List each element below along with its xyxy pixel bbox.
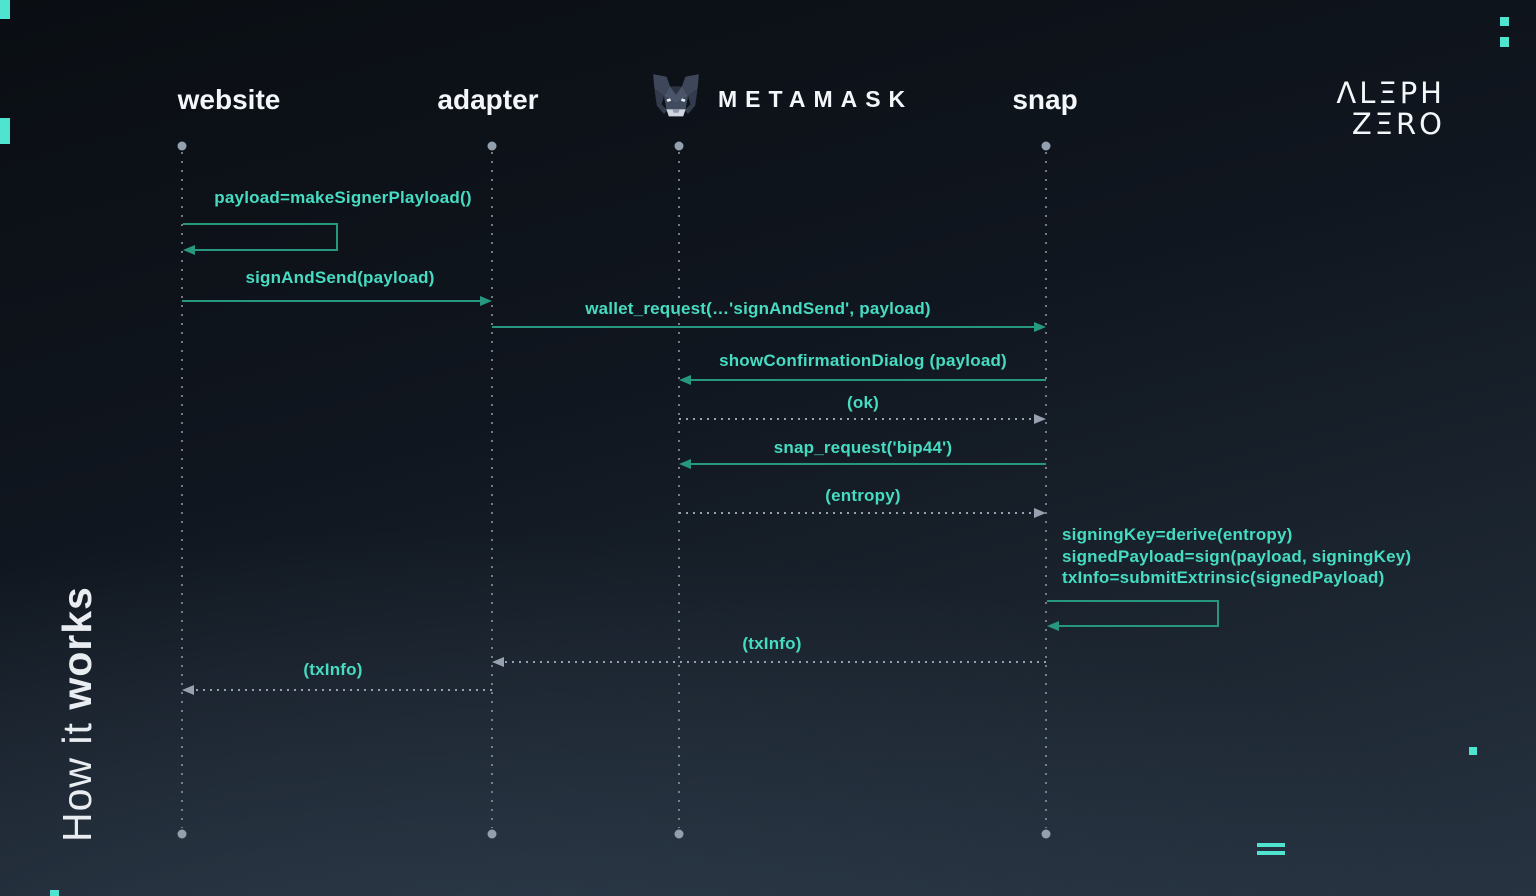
- arrow-show-confirmation-dialog: [679, 375, 1046, 385]
- lifeline-header-metamask: METAMASK: [718, 86, 914, 112]
- arrow-signandsend: [182, 296, 492, 306]
- decor-square-bottom-right: [1469, 747, 1477, 755]
- message-txinfo-to-website: (txInfo): [303, 660, 363, 679]
- message-make-signer-payload: payload=makeSignerPlayload(): [214, 188, 472, 207]
- arrow-return-txinfo-adapter-website: [182, 685, 492, 695]
- decor-square-top-left-1: [0, 0, 10, 19]
- page-title-light: How it: [54, 722, 100, 842]
- self-call-website: [183, 223, 338, 255]
- message-snap-op-derive: signingKey=derive(entropy): [1062, 525, 1293, 544]
- page-title: How it works: [54, 586, 101, 842]
- message-entropy: (entropy): [825, 486, 901, 505]
- message-snap-op-submit: txInfo=submitExtrinsic(signedPayload): [1062, 568, 1385, 587]
- page-title-bold: works: [54, 586, 100, 710]
- lifeline-header-snap: snap: [1012, 84, 1078, 115]
- decor-square-bottom-left: [50, 890, 59, 896]
- lifeline-header-website: website: [177, 84, 281, 115]
- lifeline-header-adapter: adapter: [437, 84, 539, 115]
- self-call-snap: [1047, 600, 1219, 631]
- decor-equals-bar-2: [1257, 851, 1285, 855]
- decor-square-top-left-2: [0, 118, 10, 144]
- aleph-zero-logo-line2: ZΞRO: [1351, 107, 1445, 141]
- aleph-zero-logo: ΛLΞPH ZΞRO: [1336, 78, 1445, 140]
- message-sign-and-send: signAndSend(payload): [245, 268, 435, 287]
- message-ok: (ok): [847, 393, 879, 412]
- decor-equals-bar-1: [1257, 843, 1285, 847]
- decor-square-top-right-2: [1500, 37, 1509, 47]
- arrow-return-entropy: [679, 508, 1046, 518]
- lifeline-dotted-lines: [181, 152, 1047, 828]
- arrow-return-txinfo-snap-adapter: [492, 657, 1046, 667]
- message-snap-op-sign: signedPayload=sign(payload, signingKey): [1062, 546, 1412, 566]
- message-txinfo-to-adapter: (txInfo): [742, 634, 802, 653]
- arrow-wallet-request: [492, 322, 1046, 332]
- decor-square-top-right-1: [1500, 17, 1509, 26]
- aleph-zero-logo-line1: ΛLΞPH: [1336, 76, 1445, 110]
- message-snap-request: snap_request('bip44'): [773, 438, 953, 457]
- message-wallet-request: wallet_request(…'signAndSend', payload): [585, 299, 931, 318]
- message-show-confirmation-dialog: showConfirmationDialog (payload): [719, 351, 1007, 370]
- message-snap-operations: signingKey=derive(entropy) signedPayload…: [1062, 524, 1411, 589]
- lifeline-endpoint-dots: [177, 141, 1051, 839]
- metamask-fox-icon: [653, 74, 699, 117]
- arrow-return-ok: [679, 414, 1046, 424]
- arrow-snap-request: [679, 459, 1046, 469]
